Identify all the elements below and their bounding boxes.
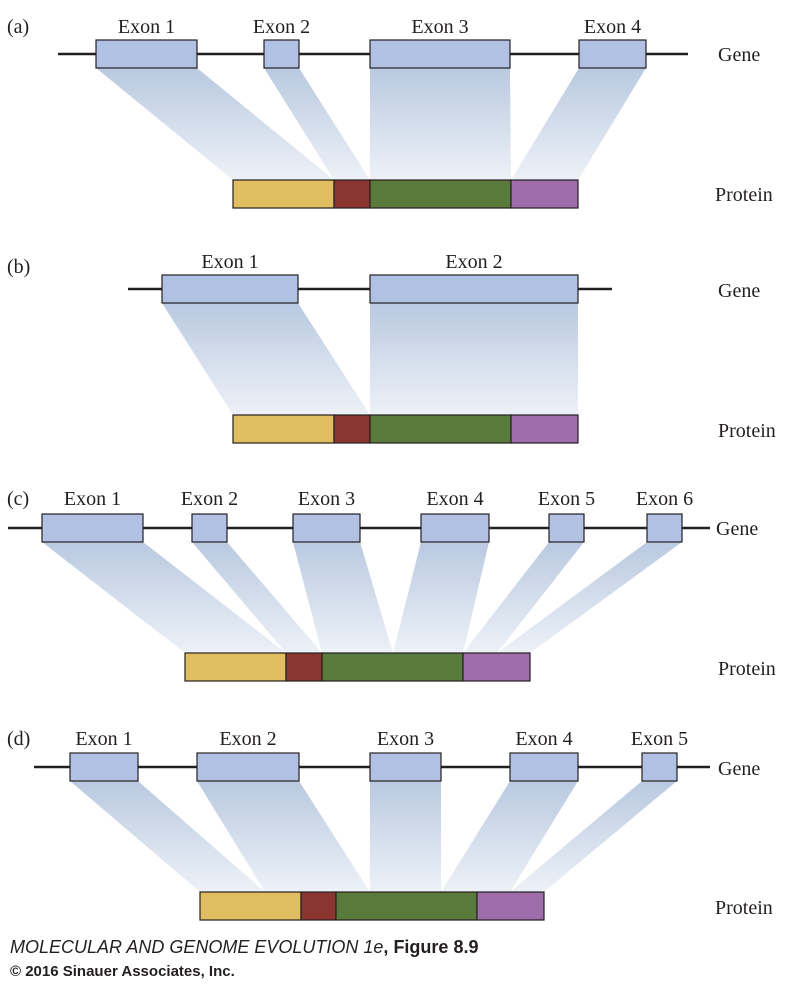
exon-projections bbox=[162, 303, 578, 415]
exon-projections bbox=[42, 542, 682, 653]
exon-projection bbox=[393, 542, 489, 653]
exon-label: Exon 2 bbox=[445, 251, 502, 273]
exon-projection bbox=[441, 781, 578, 892]
exon-projection bbox=[162, 303, 370, 415]
exon-projection bbox=[510, 781, 677, 892]
exon-projection bbox=[70, 781, 265, 892]
exon-label: Exon 4 bbox=[515, 728, 572, 750]
exon-label: Exon 1 bbox=[201, 251, 258, 273]
figure-number: Figure 8.9 bbox=[393, 937, 479, 957]
exon-box bbox=[95, 39, 198, 69]
copyright-notice: © 2016 Sinauer Associates, Inc. bbox=[10, 963, 235, 980]
exon-box bbox=[196, 752, 300, 782]
protein-label: Protein bbox=[715, 184, 773, 206]
panel-label: (b) bbox=[7, 256, 30, 278]
exon-projection bbox=[264, 68, 370, 180]
protein-domain bbox=[510, 179, 579, 209]
panel-label: (c) bbox=[7, 488, 29, 510]
protein-domain bbox=[321, 652, 464, 682]
exon-projections bbox=[70, 781, 677, 892]
protein-domain bbox=[369, 414, 512, 444]
exon-projection bbox=[96, 68, 334, 180]
exon-box bbox=[369, 39, 511, 69]
exon-projection bbox=[370, 781, 441, 892]
exon-label: Exon 1 bbox=[64, 488, 121, 510]
gene-label: Gene bbox=[716, 518, 758, 540]
exon-label: Exon 6 bbox=[636, 488, 693, 510]
exon-projection bbox=[42, 542, 286, 653]
exon-box bbox=[263, 39, 300, 69]
exon-label: Exon 1 bbox=[75, 728, 132, 750]
protein-domain bbox=[462, 652, 531, 682]
exon-box bbox=[420, 513, 490, 543]
protein-domain bbox=[476, 891, 545, 921]
exon-projection bbox=[197, 781, 370, 892]
exon-label: Exon 4 bbox=[584, 16, 641, 38]
exon-box bbox=[292, 513, 361, 543]
protein-domain bbox=[300, 891, 337, 921]
protein-domain bbox=[184, 652, 287, 682]
book-title: MOLECULAR AND GENOME EVOLUTION 1e bbox=[10, 937, 384, 957]
protein-domain bbox=[333, 414, 371, 444]
gene-label: Gene bbox=[718, 280, 760, 302]
exon-projection bbox=[370, 303, 578, 415]
gene-label: Gene bbox=[718, 44, 760, 66]
exon-projection bbox=[192, 542, 322, 653]
exon-label: Exon 1 bbox=[118, 16, 175, 38]
protein-domain bbox=[232, 414, 335, 444]
exon-projection bbox=[293, 542, 393, 653]
exon-label: Exon 2 bbox=[219, 728, 276, 750]
exon-label: Exon 3 bbox=[377, 728, 434, 750]
protein-domain bbox=[335, 891, 478, 921]
exon-projection bbox=[497, 542, 682, 653]
caption-separator: , bbox=[383, 937, 394, 957]
protein-label: Protein bbox=[718, 420, 776, 442]
protein-domain bbox=[333, 179, 371, 209]
exon-box bbox=[509, 752, 579, 782]
exon-projection bbox=[463, 542, 584, 653]
exon-box bbox=[548, 513, 585, 543]
exon-label: Exon 3 bbox=[411, 16, 468, 38]
exon-projection bbox=[511, 68, 646, 180]
protein-domain bbox=[510, 414, 579, 444]
exon-box bbox=[369, 274, 579, 304]
protein-label: Protein bbox=[718, 658, 776, 680]
exon-projection bbox=[370, 68, 511, 180]
exon-label: Exon 5 bbox=[631, 728, 688, 750]
exon-box bbox=[69, 752, 139, 782]
protein-domain bbox=[369, 179, 512, 209]
exon-label: Exon 2 bbox=[253, 16, 310, 38]
exon-box bbox=[191, 513, 228, 543]
panel-label: (d) bbox=[7, 728, 30, 750]
protein-domain bbox=[285, 652, 323, 682]
exon-box bbox=[578, 39, 647, 69]
exon-projections bbox=[96, 68, 646, 180]
figure-caption: MOLECULAR AND GENOME EVOLUTION 1e, Figur… bbox=[10, 937, 478, 958]
exon-box bbox=[369, 752, 442, 782]
protein-domain bbox=[199, 891, 302, 921]
exon-box bbox=[641, 752, 678, 782]
panel-d: Exon 1 Exon 2 Exon 3 Exon 4 Exon 5 (d) GenePro… bbox=[7, 728, 773, 921]
exon-label: Exon 3 bbox=[298, 488, 355, 510]
exon-label: Exon 4 bbox=[426, 488, 483, 510]
exon-box bbox=[41, 513, 144, 543]
exon-box bbox=[161, 274, 299, 304]
exon-label: Exon 5 bbox=[538, 488, 595, 510]
gene-label: Gene bbox=[718, 758, 760, 780]
exon-label: Exon 2 bbox=[181, 488, 238, 510]
protein-domain bbox=[232, 179, 335, 209]
protein-label: Protein bbox=[715, 897, 773, 919]
panel-c: Exon 1 Exon 2 Exon 3 Exon 4 Exon 5 Exon 6 (c) G… bbox=[7, 488, 776, 682]
panel-label: (a) bbox=[7, 16, 29, 38]
exon-box bbox=[646, 513, 683, 543]
